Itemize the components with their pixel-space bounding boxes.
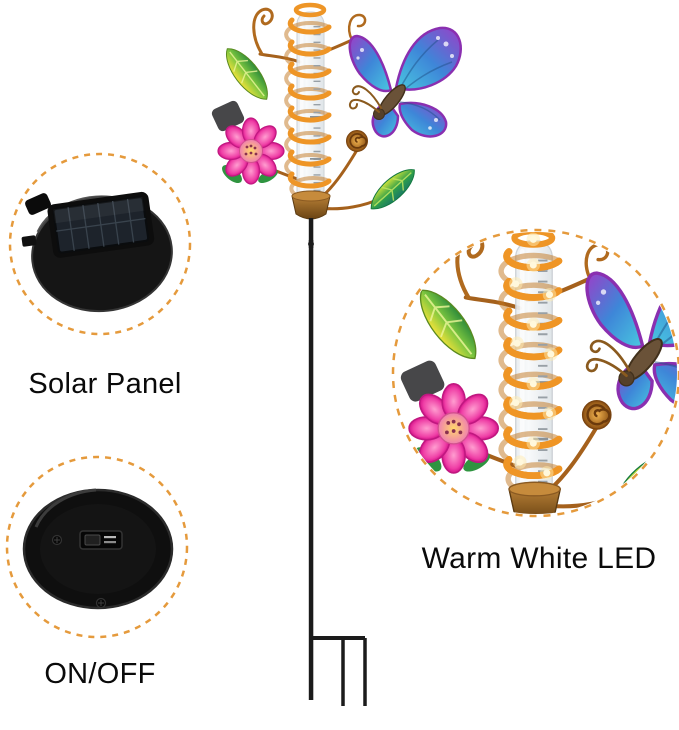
onoff-callout bbox=[5, 455, 189, 639]
solar-panel-callout bbox=[8, 152, 192, 336]
led-closeup-photo bbox=[399, 231, 679, 559]
warm-white-led-dots bbox=[509, 232, 558, 480]
led-callout-ring bbox=[391, 228, 679, 518]
on-off-label: ON/OFF bbox=[44, 658, 156, 690]
main-product-photo bbox=[210, 5, 461, 706]
onoff-callout-ring bbox=[5, 455, 189, 639]
rain-gauge-art bbox=[210, 5, 461, 248]
warm-white-led-label: Warm White LED bbox=[421, 542, 657, 575]
solar-panel-photo bbox=[21, 191, 173, 313]
led-closeup-callout bbox=[391, 228, 679, 559]
solar-panel-label: Solar Panel bbox=[28, 368, 182, 400]
onoff-switch-photo bbox=[22, 488, 174, 610]
ground-stake bbox=[308, 240, 367, 706]
solar-panel-callout-ring bbox=[8, 152, 192, 336]
